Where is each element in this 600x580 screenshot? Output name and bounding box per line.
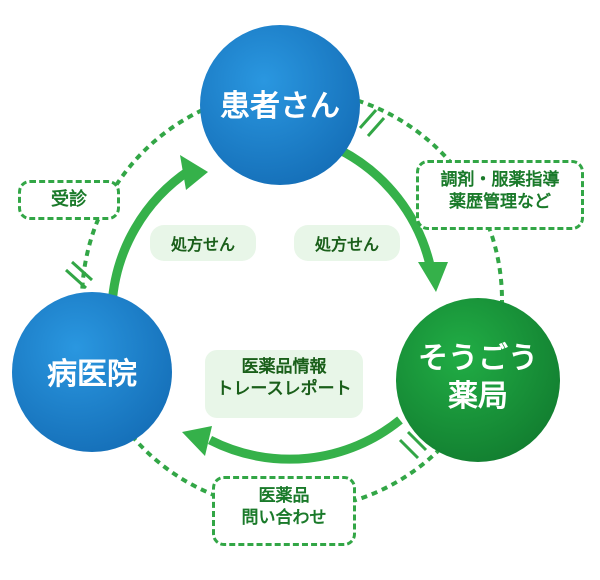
inquiry-line2: 問い合わせ [241, 508, 327, 529]
pill-prescription-left: 処方せん [150, 225, 256, 261]
box-consult: 受診 [18, 180, 120, 220]
dispensing-line1: 調剤・服薬指導 [440, 170, 560, 190]
box-drug-inquiry: 医薬品 問い合わせ [212, 476, 356, 546]
arrow-hospital-to-patient [107, 166, 193, 306]
pharmacy-label: そうごう 薬局 [396, 340, 560, 415]
arrow-patient-to-pharmacy [337, 146, 435, 267]
inquiry-line1: 医薬品 [258, 486, 310, 506]
hospital-label: 病医院 [47, 357, 137, 392]
ring-hatch-marks [64, 109, 428, 460]
arrow-head-patient [180, 155, 208, 190]
node-pharmacy [396, 298, 560, 462]
node-patient [200, 25, 360, 185]
arrow-head-pharmacy [418, 262, 448, 292]
arrow-head-hospital [182, 426, 212, 456]
pill-drug-info-report: 医薬品情報 トレースレポート [205, 350, 363, 418]
dispensing-line2: 薬歴管理など [449, 192, 551, 213]
drug-info-line2: トレースレポート [216, 379, 352, 400]
pill-prescription-right: 処方せん [294, 225, 400, 261]
patient-label: 患者さん [220, 89, 340, 124]
drug-info-line1: 医薬品情報 [241, 357, 327, 377]
arrow-pharmacy-to-hospital [207, 416, 403, 464]
node-hospital [12, 292, 172, 452]
box-dispensing: 調剤・服薬指導 薬歴管理など [416, 160, 584, 230]
outer-dashed-ring [80, 88, 504, 512]
pharmacy-label-line1: そうごう [418, 341, 538, 376]
pharmacy-label-line2: 薬局 [448, 378, 508, 414]
